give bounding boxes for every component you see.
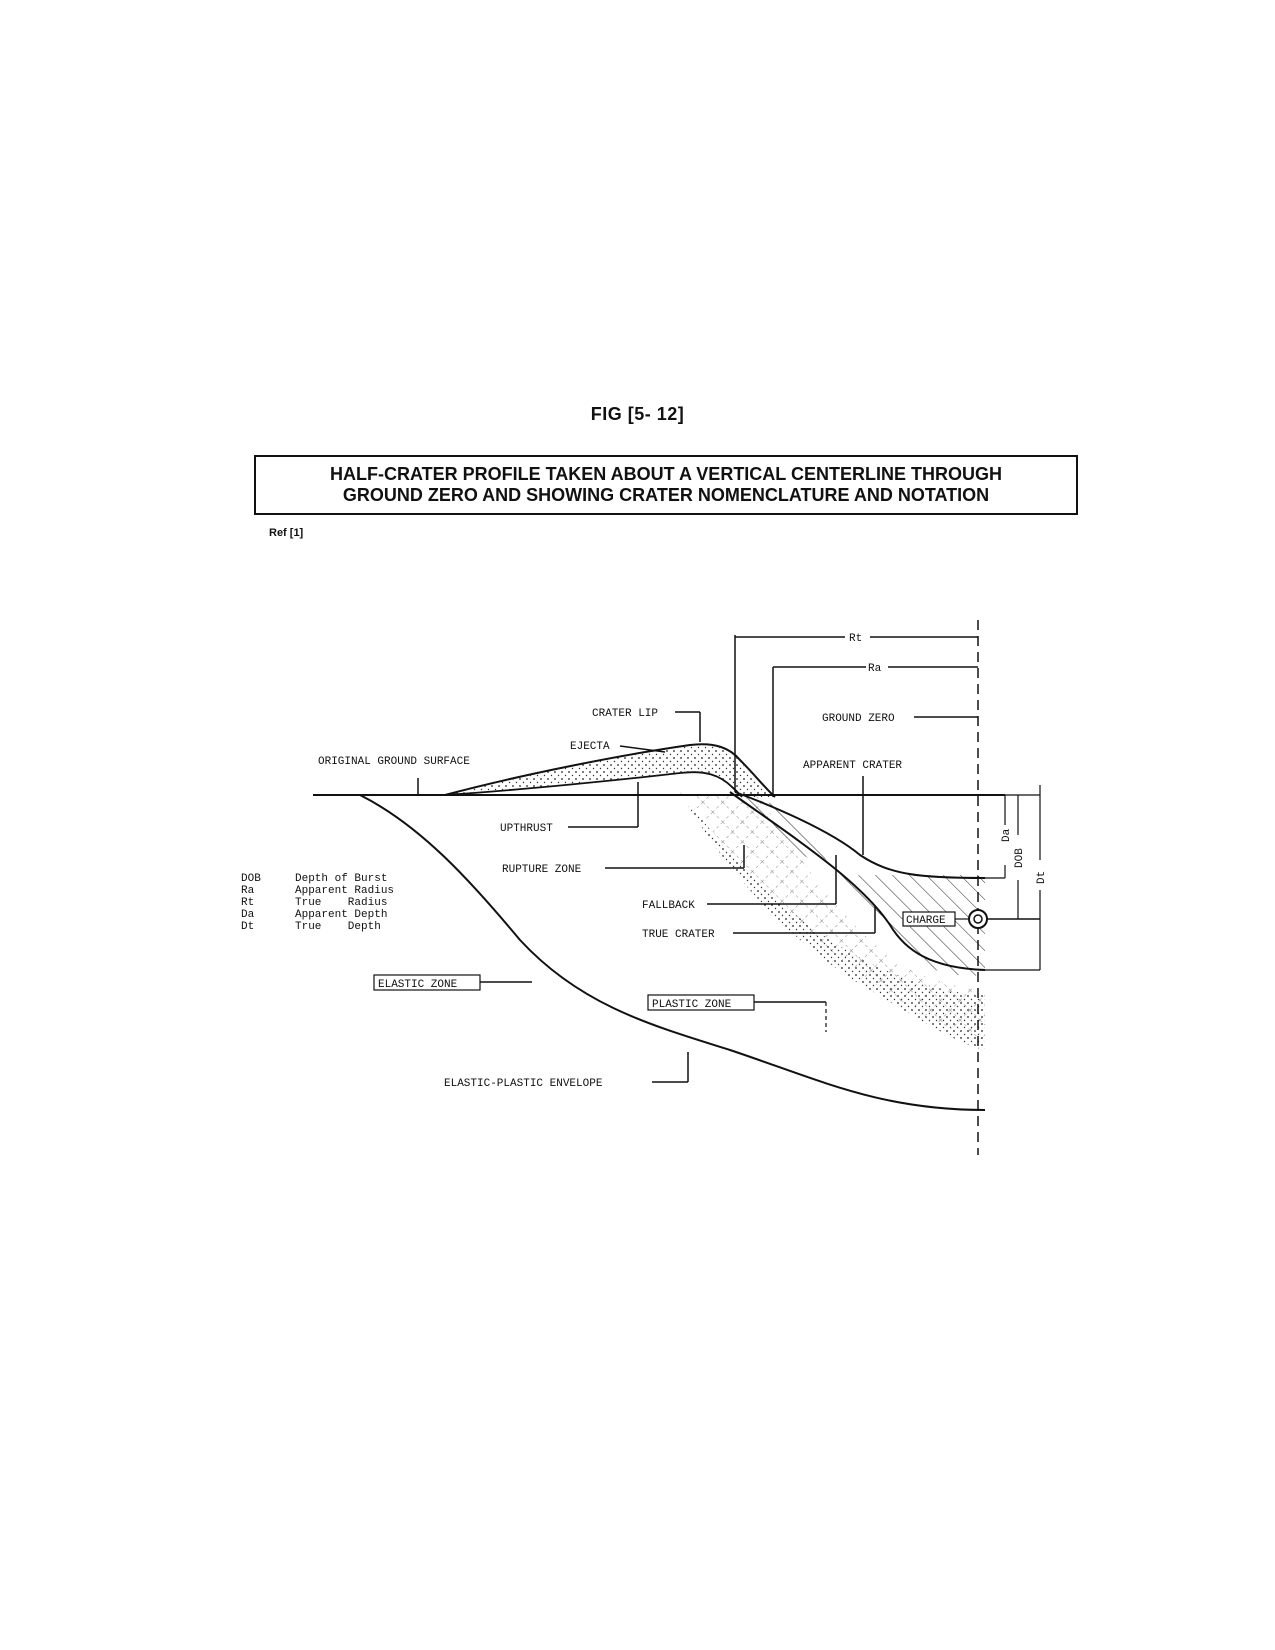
ground-zero-label: GROUND ZERO xyxy=(822,713,895,725)
legend-desc: Apparent Radius xyxy=(295,885,395,897)
apparent-crater-label: APPARENT CRATER xyxy=(803,760,902,772)
legend-abbr: Ra xyxy=(241,885,255,897)
upthrust-label: UPTHRUST xyxy=(500,823,553,835)
ejecta-label: EJECTA xyxy=(570,741,610,753)
plastic-zone-label: PLASTIC ZONE xyxy=(652,999,732,1011)
figure-title-line-2: GROUND ZERO AND SHOWING CRATER NOMENCLAT… xyxy=(342,485,990,505)
legend-abbr: DOB xyxy=(241,873,261,885)
legend-abbr: Dt xyxy=(241,921,255,933)
legend-desc: Depth of Burst xyxy=(295,873,388,885)
rt-label: Rt xyxy=(849,633,862,645)
notation-legend: DOB Depth of Burst Ra Apparent Radius Rt… xyxy=(241,873,394,933)
dt-label: Dt xyxy=(1036,871,1048,884)
legend-desc: Apparent Depth xyxy=(295,909,388,921)
figure-title-box: HALF-CRATER PROFILE TAKEN ABOUT A VERTIC… xyxy=(254,455,1078,515)
legend-row: DOB Depth of Burst xyxy=(241,873,394,885)
figure-number: FIG [5- 12] xyxy=(590,404,685,424)
apparent-crater-profile xyxy=(734,791,986,879)
crater-lip-label: CRATER LIP xyxy=(592,708,658,720)
charge-symbol-inner xyxy=(973,914,983,924)
ejecta-leader xyxy=(619,745,666,753)
legend-abbr: Da xyxy=(241,909,255,921)
legend-row: Dt True Depth xyxy=(241,921,394,933)
legend-row: Da Apparent Depth xyxy=(241,909,394,921)
figure-title-line-1: HALF-CRATER PROFILE TAKEN ABOUT A VERTIC… xyxy=(330,464,1002,484)
original-ground-surface-label: ORIGINAL GROUND SURFACE xyxy=(318,756,470,768)
reference-label: Ref [1] xyxy=(269,527,304,539)
charge-label: CHARGE xyxy=(906,915,946,927)
legend-desc: True Radius xyxy=(295,897,388,909)
da-label: Da xyxy=(1001,828,1013,842)
legend-desc: True Depth xyxy=(295,921,381,933)
rupture-zone-crosshatch xyxy=(690,796,985,1040)
elastic-plastic-envelope-curve xyxy=(359,794,986,1111)
elastic-zone-label: ELASTIC ZONE xyxy=(378,979,458,991)
true-crater-label: TRUE CRATER xyxy=(642,929,715,941)
charge-symbol xyxy=(968,909,988,929)
legend-row: Rt True Radius xyxy=(241,897,394,909)
true-crater-profile xyxy=(729,791,986,971)
fallback-label: FALLBACK xyxy=(642,900,695,912)
ra-label: Ra xyxy=(868,663,882,675)
ejecta-fill xyxy=(445,744,775,797)
legend-row: Ra Apparent Radius xyxy=(241,885,394,897)
rupture-zone-label: RUPTURE ZONE xyxy=(502,864,582,876)
dob-label: DOB xyxy=(1014,848,1026,868)
legend-abbr: Rt xyxy=(241,897,255,909)
elastic-plastic-envelope-label: ELASTIC-PLASTIC ENVELOPE xyxy=(444,1078,603,1090)
